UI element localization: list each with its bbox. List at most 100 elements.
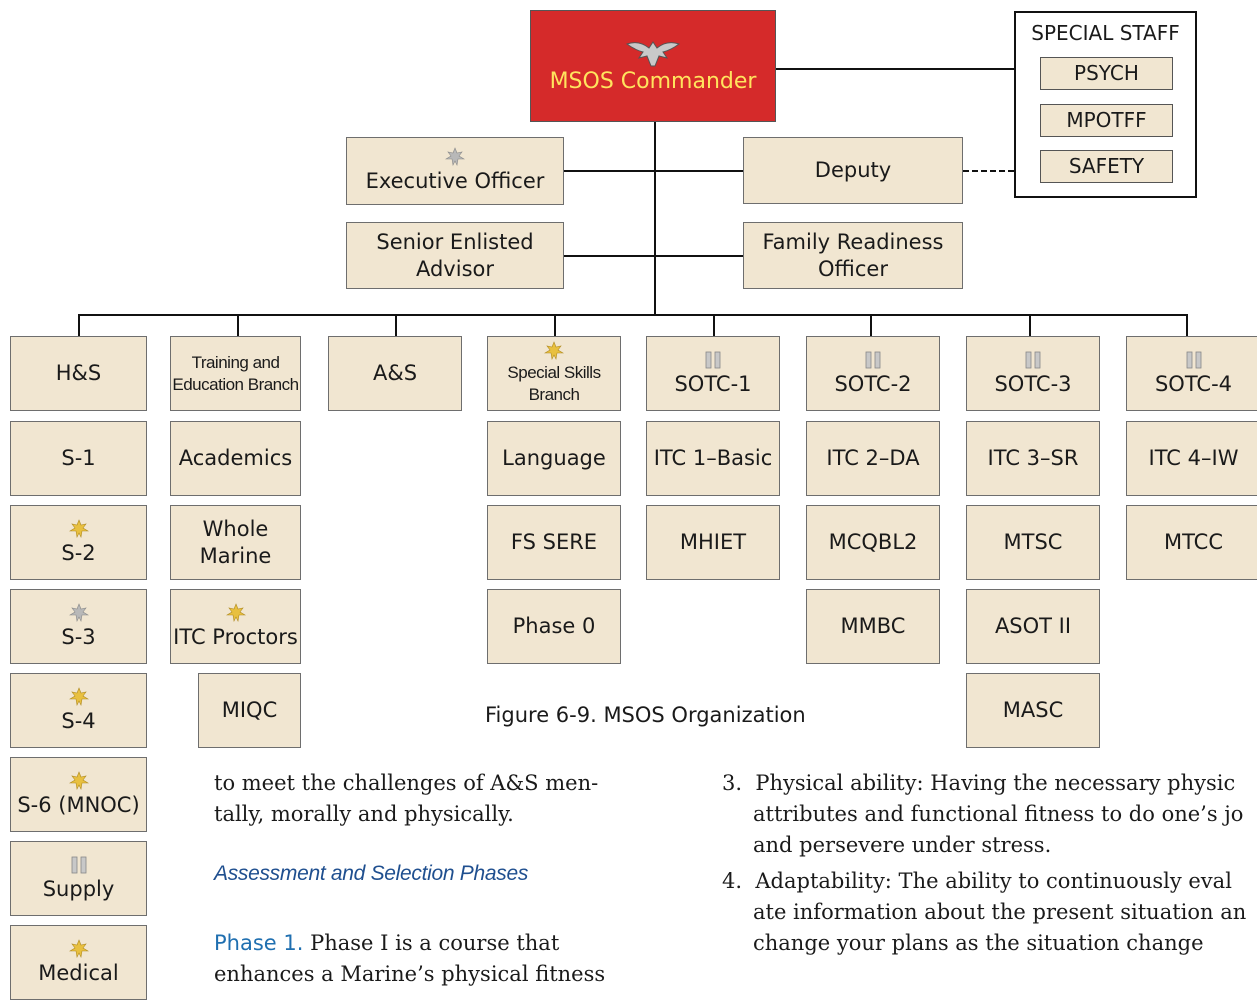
connector-ssb — [554, 314, 556, 336]
hs-s3-label: S-3 — [61, 624, 96, 649]
figure-caption: Figure 6-9. MSOS Organization — [485, 703, 806, 727]
sotc2-mcqbl2-label: MCQBL2 — [828, 530, 918, 554]
captain-bars-icon — [1025, 351, 1041, 368]
commander-box: MSOS Commander — [530, 10, 776, 122]
executive-officer-box: Executive Officer — [346, 137, 564, 205]
ssb-label: Special Skills Branch — [507, 363, 601, 404]
executive-officer-label: Executive Officer — [365, 169, 545, 193]
section-heading: Assessment and Selection Phases — [214, 862, 529, 885]
hs-supply-label: Supply — [42, 876, 115, 901]
captain-bars-icon — [71, 856, 86, 873]
sotc3-label: SOTC-3 — [994, 371, 1072, 396]
special-staff-box: SPECIAL STAFF PSYCH MPOTFF SAFETY — [1014, 11, 1197, 198]
hs-s2-label: S-2 — [61, 540, 96, 565]
ssb-fs-sere-label: FS SERE — [510, 530, 598, 554]
sotc2-label: SOTC-2 — [834, 371, 912, 396]
sotc3-masc-box: MASC — [966, 673, 1100, 748]
gold-oak-leaf-icon — [68, 938, 89, 958]
item4-line1: 4. Adaptability: The ability to continuo… — [722, 869, 1232, 893]
connector-as — [395, 314, 397, 336]
connector-sotc1 — [713, 314, 715, 336]
connector-sotc4 — [1186, 314, 1188, 336]
sotc1-itc1-box: ITC 1–Basic — [646, 421, 780, 496]
as-label: A&S — [372, 361, 418, 385]
teb-whole-line2: Marine — [199, 543, 272, 568]
ssb-phase0-box: Phase 0 — [487, 589, 621, 664]
staff-item-mpotff: MPOTFF — [1040, 104, 1173, 137]
silver-oak-leaf-icon — [68, 602, 89, 622]
sotc2-itc2-label: ITC 2–DA — [826, 446, 920, 470]
hs-medical-box: Medical — [10, 925, 147, 1000]
teb-academics-box: Academics — [170, 421, 301, 496]
teb-line1: Training and — [191, 352, 280, 372]
hs-s4-box: S-4 — [10, 673, 147, 748]
gold-oak-leaf-icon — [544, 341, 564, 360]
sotc4-box: SOTC-4 — [1126, 336, 1257, 411]
sotc1-mhiet-box: MHIET — [646, 505, 780, 580]
sotc2-box: SOTC-2 — [806, 336, 940, 411]
sotc3-asot-box: ASOT II — [966, 589, 1100, 664]
hs-s6-label: S-6 (MNOC) — [17, 792, 140, 817]
teb-whole-line1: Whole — [202, 516, 269, 541]
sotc4-mtcc-box: MTCC — [1126, 505, 1257, 580]
hs-s6-box: S-6 (MNOC) — [10, 757, 147, 832]
connector-xo-deputy — [564, 170, 743, 172]
phase1-line2: enhances a Marine’s physical fitness — [214, 962, 606, 986]
sotc1-box: SOTC-1 — [646, 336, 780, 411]
item4-line2: ate information about the present situat… — [753, 900, 1247, 924]
teb-itc-proctors-box: ITC Proctors — [170, 589, 301, 664]
connector-teb — [237, 314, 239, 336]
staff-item-safety: SAFETY — [1040, 150, 1173, 183]
senior-enlisted-line1: Senior Enlisted — [376, 229, 534, 254]
sotc2-mcqbl2-box: MCQBL2 — [806, 505, 940, 580]
commander-label: MSOS Commander — [549, 69, 757, 94]
ssb-box: Special Skills Branch — [487, 336, 621, 411]
captain-bars-icon — [1186, 351, 1201, 368]
gold-oak-leaf-icon — [68, 686, 89, 706]
body-left-line2: tally, morally and physically. — [214, 802, 514, 826]
ssb-language-label: Language — [502, 446, 606, 470]
sotc1-itc1-label: ITC 1–Basic — [653, 446, 773, 470]
item4-line3: change your plans as the situation chang… — [753, 931, 1204, 955]
sotc1-mhiet-label: MHIET — [679, 530, 747, 554]
hs-s1-label: S-1 — [61, 446, 96, 470]
sotc2-mmbc-label: MMBC — [840, 614, 906, 638]
staff-item-psych: PSYCH — [1040, 57, 1173, 90]
sotc1-label: SOTC-1 — [674, 371, 752, 396]
senior-enlisted-advisor-box: Senior Enlisted Advisor — [346, 222, 564, 289]
connector-sea-fro — [564, 255, 743, 257]
sotc2-mmbc-box: MMBC — [806, 589, 940, 664]
hs-label: H&S — [55, 361, 102, 385]
ssb-phase0-label: Phase 0 — [512, 614, 596, 638]
teb-box: Training and Education Branch — [170, 336, 301, 411]
teb-academics-label: Academics — [178, 446, 293, 470]
teb-miqc-box: MIQC — [198, 673, 301, 748]
gold-oak-leaf-icon — [68, 770, 89, 790]
gold-oak-leaf-icon — [225, 602, 246, 622]
item3-line2: attributes and functional fitness to do … — [753, 802, 1244, 826]
connector-commander-staff — [776, 68, 1014, 70]
senior-enlisted-line2: Advisor — [415, 256, 494, 281]
connector-commander-down — [654, 122, 656, 315]
deputy-box: Deputy — [743, 137, 963, 204]
gold-oak-leaf-icon — [68, 518, 89, 538]
hs-s1-box: S-1 — [10, 421, 147, 496]
sotc3-asot-label: ASOT II — [994, 614, 1072, 638]
captain-bars-icon — [865, 351, 881, 368]
sotc3-itc3-box: ITC 3–SR — [966, 421, 1100, 496]
teb-miqc-label: MIQC — [221, 698, 278, 722]
sotc3-masc-label: MASC — [1002, 698, 1064, 722]
family-readiness-officer-box: Family Readiness Officer — [743, 222, 963, 289]
deputy-label: Deputy — [814, 158, 892, 182]
phase1-text: Phase I is a course that — [303, 931, 560, 955]
phase1-line1: Phase 1. Phase I is a course that — [214, 928, 559, 959]
hs-medical-label: Medical — [38, 960, 119, 985]
ssb-language-box: Language — [487, 421, 621, 496]
hs-s4-label: S-4 — [61, 708, 96, 733]
connector-hs — [78, 314, 80, 336]
as-box: A&S — [328, 336, 462, 411]
special-staff-title: SPECIAL STAFF — [1031, 21, 1180, 45]
phase1-label: Phase 1. — [214, 931, 304, 955]
sotc3-mtsc-box: MTSC — [966, 505, 1100, 580]
sotc3-itc3-label: ITC 3–SR — [987, 446, 1079, 470]
